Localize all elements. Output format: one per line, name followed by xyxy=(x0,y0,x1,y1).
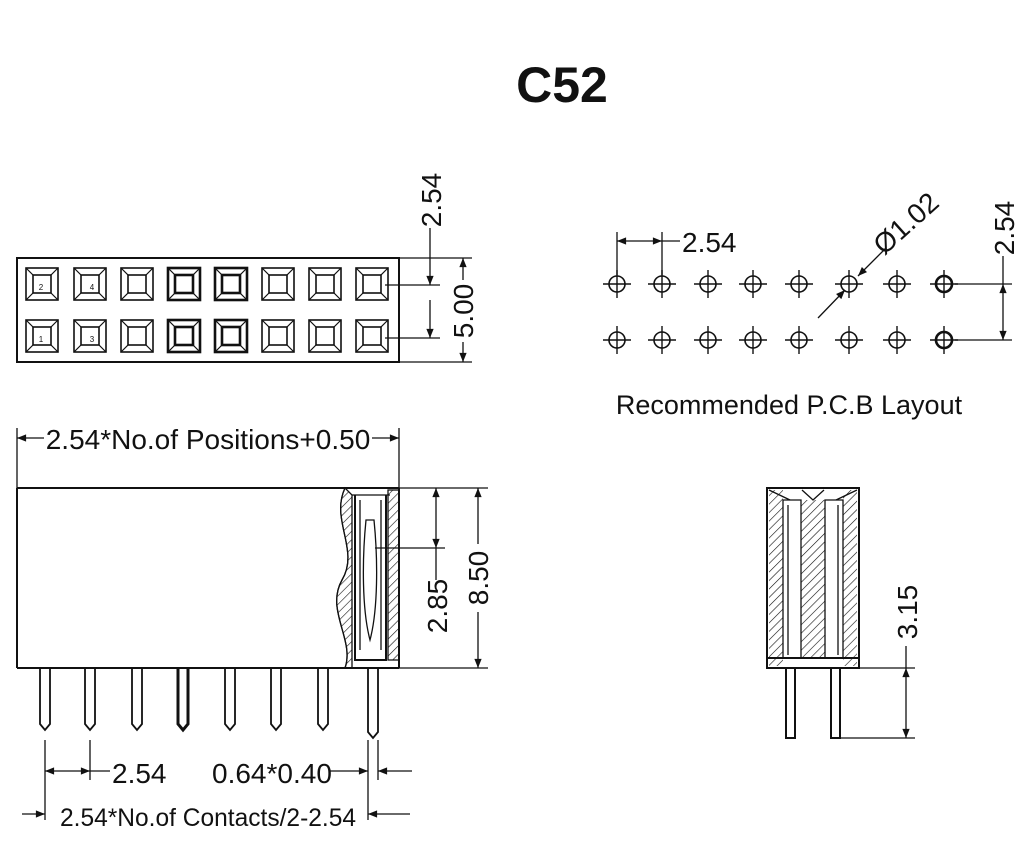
pcb-hole xyxy=(835,270,863,298)
top-view-width-label: 5.00 xyxy=(448,284,479,339)
side-pin xyxy=(84,668,96,732)
pcb-row-pitch-label: 2.54 xyxy=(989,201,1020,256)
contact-cell xyxy=(261,267,295,301)
end-view: 3.15 xyxy=(766,487,923,739)
pcb-hole xyxy=(883,270,911,298)
pcb-hole xyxy=(603,326,631,354)
contact-span-label: 2.54*No.of Contacts/2-2.54 xyxy=(60,804,356,832)
top-view-contacts xyxy=(25,266,389,354)
side-view-pins xyxy=(39,668,379,740)
contact-cell xyxy=(73,267,107,301)
pcb-pitch-label: 2.54 xyxy=(682,227,737,258)
side-pin xyxy=(39,668,51,732)
side-view: 2.54*No.of Positions+0.50 2.85 8.50 xyxy=(16,422,494,832)
contact-cell xyxy=(25,319,59,353)
side-pin xyxy=(367,668,379,740)
pin-length-label: 3.15 xyxy=(892,585,923,640)
contact-cell xyxy=(213,318,249,354)
contact-cell xyxy=(355,319,389,353)
pcb-hole xyxy=(648,326,676,354)
pcb-hole xyxy=(694,326,722,354)
pcb-hole xyxy=(694,270,722,298)
pin-size-label: 0.64*0.40 xyxy=(212,758,332,789)
pcb-hole xyxy=(785,270,813,298)
contact-cell xyxy=(213,266,249,302)
pcb-hole xyxy=(930,270,958,298)
pcb-hole-label: Ø1.02 xyxy=(867,186,944,260)
pcb-hole xyxy=(883,326,911,354)
pcb-hole xyxy=(930,326,958,354)
top-view: 2 4 1 3 2.54 5.00 xyxy=(16,173,479,363)
side-view-length-label: 2.54*No.of Positions+0.50 xyxy=(46,424,371,455)
pcb-hole xyxy=(739,326,767,354)
pin-number-1: 1 xyxy=(39,335,44,344)
contact-cell xyxy=(73,319,107,353)
contact-cell xyxy=(261,319,295,353)
side-pin xyxy=(131,668,143,732)
side-view-height-label: 8.50 xyxy=(463,551,494,606)
side-pin xyxy=(224,668,236,732)
pcb-layout-caption: Recommended P.C.B Layout xyxy=(616,390,963,420)
contact-cell xyxy=(25,267,59,301)
pcb-hole xyxy=(739,270,767,298)
contact-cell xyxy=(355,267,389,301)
contact-cell xyxy=(166,266,202,302)
pcb-layout: 2.54 Ø1.02 2.54 Recommended P.C.B Layout xyxy=(603,186,1020,420)
pcb-hole xyxy=(785,326,813,354)
side-view-pitch-label: 2.54 xyxy=(112,758,167,789)
side-pin xyxy=(176,668,190,733)
pin-number-3: 3 xyxy=(90,335,95,344)
pcb-holes xyxy=(603,270,958,354)
contact-depth-label: 2.85 xyxy=(422,579,453,634)
top-view-pitch-label: 2.54 xyxy=(416,173,447,228)
pin-number-4: 4 xyxy=(90,283,95,292)
pin-number-2: 2 xyxy=(39,283,44,292)
side-pin xyxy=(317,668,329,732)
contact-cell xyxy=(308,267,342,301)
drawing-title: C52 xyxy=(516,57,608,113)
contact-cell xyxy=(120,319,154,353)
contact-cell xyxy=(166,318,202,354)
side-pin xyxy=(270,668,282,732)
contact-cell xyxy=(308,319,342,353)
contact-cell xyxy=(120,267,154,301)
pcb-hole xyxy=(835,326,863,354)
